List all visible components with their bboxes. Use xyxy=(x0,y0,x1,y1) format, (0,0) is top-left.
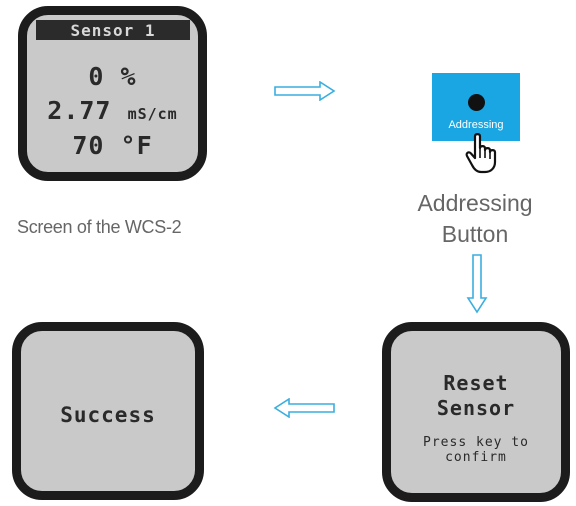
reading-percent: 0 % xyxy=(88,62,137,91)
conductivity-value: 2.77 xyxy=(47,96,112,125)
wcs2-screen: Sensor 1 0 % 2.77 mS/cm 70 °F xyxy=(18,6,207,181)
reset-line2: Sensor xyxy=(436,396,516,420)
addressing-button-label: Addressing xyxy=(448,119,504,131)
arrow-down-icon xyxy=(466,254,488,314)
success-screen: Success xyxy=(12,322,204,500)
reading-temperature: 70 °F xyxy=(72,131,153,160)
caption-screen: Screen of the WCS-2 xyxy=(17,217,182,237)
arrow-right-icon xyxy=(274,81,336,101)
caption-button-line1: Addressing xyxy=(417,190,533,216)
success-text: Success xyxy=(60,403,156,427)
button-dot xyxy=(468,94,485,111)
caption-button-line2: Button xyxy=(441,221,509,247)
caption-button: Addressing Button xyxy=(400,188,550,250)
reading-conductivity: 2.77 mS/cm xyxy=(27,97,198,128)
addressing-button[interactable]: Addressing xyxy=(432,73,520,141)
reset-line1: Reset xyxy=(443,371,509,395)
pointing-hand-icon xyxy=(465,133,497,174)
reset-line4: confirm xyxy=(445,450,507,465)
screen-header: Sensor 1 xyxy=(36,20,190,40)
reset-sensor-screen: Reset Sensor Press key to confirm xyxy=(382,322,570,502)
reset-line3: Press key to xyxy=(423,435,529,450)
conductivity-unit: mS/cm xyxy=(127,105,178,123)
arrow-left-icon xyxy=(273,398,335,418)
